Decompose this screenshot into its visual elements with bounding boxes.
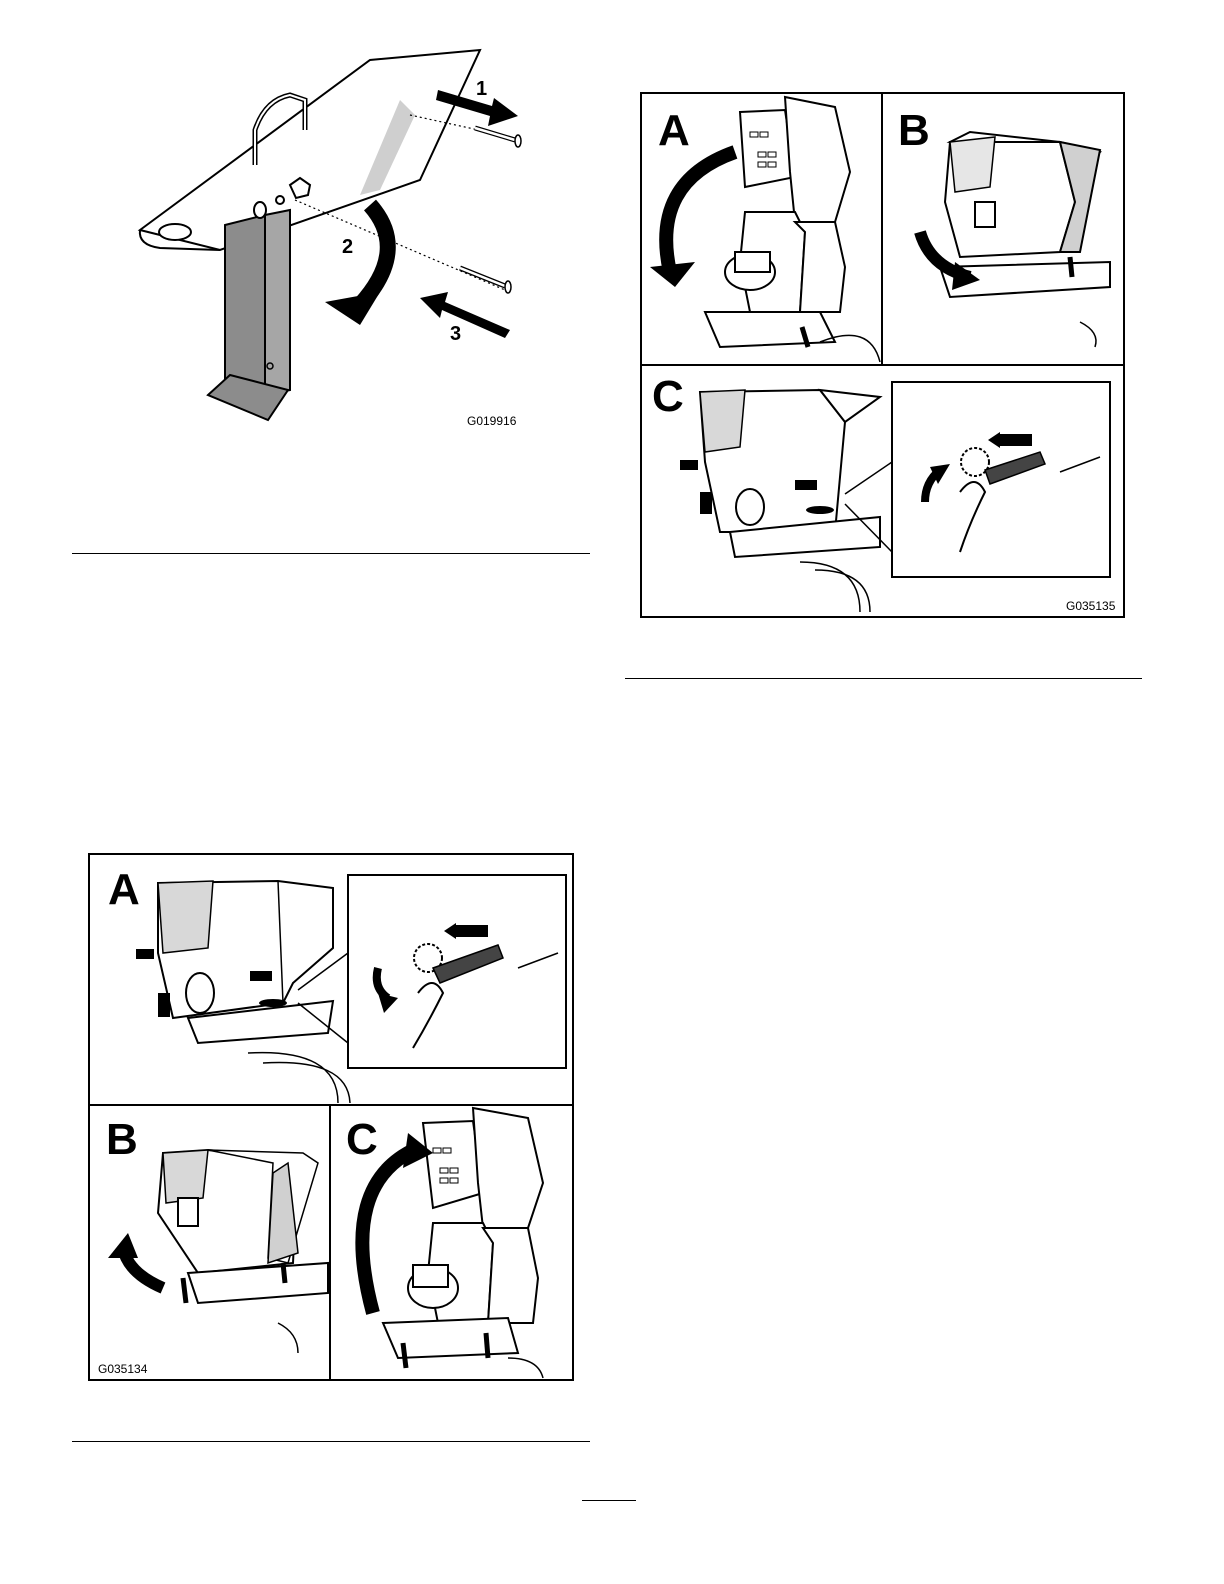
section-divider: [72, 553, 590, 554]
trailer-stand-illustration: [120, 40, 560, 440]
panel-b-label: B: [106, 1115, 138, 1165]
panel-c-label: C: [652, 372, 684, 422]
callout-1: 1: [476, 78, 487, 101]
panel-c-label: C: [346, 1115, 378, 1165]
figure-trailer-stand: 1 2 3 G019916: [120, 40, 560, 440]
section-divider: [625, 678, 1142, 679]
figure-open-hood: A B C G035134: [88, 853, 574, 1381]
callout-3: 3: [450, 323, 461, 346]
close-hood-illustration: [640, 92, 1125, 618]
figure-code: G035134: [98, 1362, 147, 1376]
page-footer-rule: [582, 1500, 636, 1501]
figure-close-hood: A B C G035135: [640, 92, 1125, 618]
figure-code: G035135: [1066, 599, 1115, 613]
panel-a-label: A: [658, 106, 690, 156]
callout-2: 2: [342, 236, 353, 259]
section-divider: [72, 1441, 590, 1442]
figure-code: G019916: [467, 414, 516, 428]
panel-a-label: A: [108, 865, 140, 915]
panel-b-label: B: [898, 106, 930, 156]
open-hood-illustration: [88, 853, 574, 1381]
